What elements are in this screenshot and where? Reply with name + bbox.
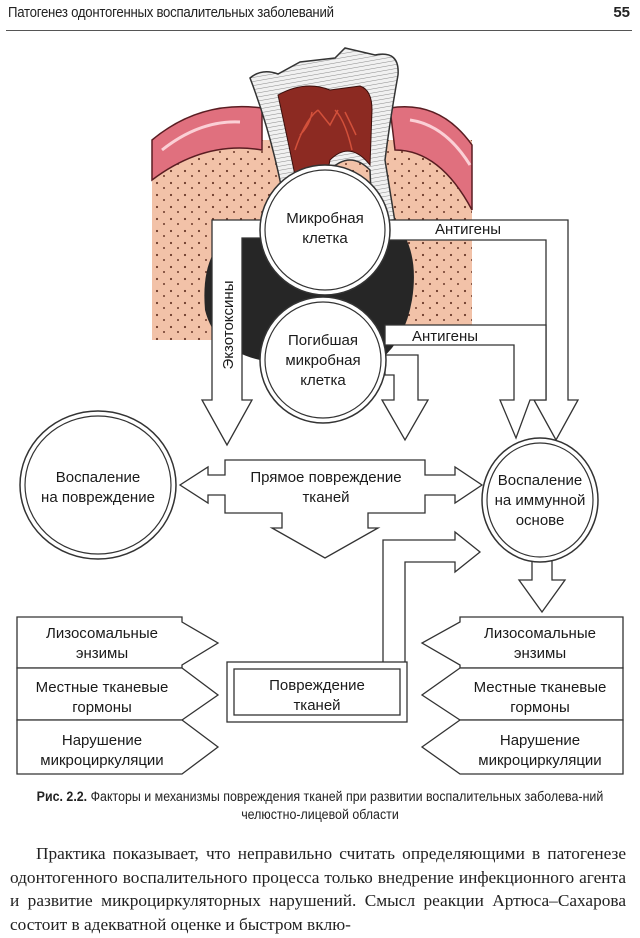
right-factor-2-line2: гормоны [510, 699, 570, 716]
tissue-damage-to-immune-arrow [382, 530, 482, 669]
left-factor-2-line1: Местные тканевые [36, 679, 169, 696]
inflammation-immune-line1: Воспаление [498, 472, 582, 489]
gum-right [389, 106, 473, 211]
page-number: 55 [613, 4, 630, 21]
pulp-vessels [294, 109, 357, 151]
circle-inflammation-damage: Воспаление на повреждение [19, 410, 177, 560]
inflammation-immune-line3: основе [516, 512, 565, 529]
circle-dead-microbial-cell: Погибшая микробная клетка [259, 296, 387, 424]
dead-cell-line3: клетка [300, 372, 346, 389]
tissue-damage-box: Повреждение тканей [226, 661, 408, 723]
tissue-damage-line1: Повреждение [269, 677, 365, 694]
antigens-arrow-2 [384, 324, 547, 440]
dead-cell-down-arrow [380, 354, 430, 442]
left-factor-1-line1: Лизосомальные [46, 625, 158, 642]
right-factor-2-line1: Местные тканевые [474, 679, 607, 696]
immune-down-arrow [517, 554, 567, 614]
microbial-cell-line1: Микробная [286, 210, 363, 227]
antigens-arrow-1 [384, 219, 580, 442]
circle-inflammation-immune: Воспаление на иммунной основе [481, 437, 599, 563]
running-header: Патогенез одонтогенных воспалительных за… [6, 0, 632, 31]
exotoxins-label: Экзотоксины [220, 281, 237, 370]
left-factor-labels: Лизосомальные энзимы Местные тканевые го… [36, 625, 169, 769]
right-factor-3-line2: микроциркуляции [478, 752, 601, 769]
inflammation-damage-line2: на повреждение [41, 489, 155, 506]
direct-damage-line1: Прямое повреждение [250, 469, 401, 486]
microbial-cell-line2: клетка [302, 230, 348, 247]
figure-diagram: Микробная клетка Погибшая микробная клет… [16, 47, 624, 775]
dead-cell-line1: Погибшая [288, 332, 358, 349]
right-factor-labels: Лизосомальные энзимы Местные тканевые го… [474, 625, 607, 769]
right-factor-1-line2: энзимы [514, 645, 566, 662]
direct-damage-arrow [178, 459, 484, 559]
direct-damage-line2: тканей [302, 489, 349, 506]
right-factor-1-line1: Лизосомальные [484, 625, 596, 642]
right-factor-3-line1: Нарушение [500, 732, 580, 749]
tissue-damage-line2: тканей [293, 697, 340, 714]
left-factor-2-line2: гормоны [72, 699, 132, 716]
paragraph: Практика показывает, что неправильно счи… [10, 844, 626, 934]
left-factor-3-line2: микроциркуляции [40, 752, 163, 769]
right-factors [420, 616, 624, 775]
gum-left [151, 105, 263, 182]
caption-label: Рис. 2.2. [36, 789, 88, 804]
dead-cell-line2: микробная [285, 352, 360, 369]
circle-microbial-cell: Микробная клетка [259, 164, 391, 296]
left-factors [16, 616, 220, 775]
inflammation-damage-line1: Воспаление [56, 469, 140, 486]
running-title: Патогенез одонтогенных воспалительных за… [8, 4, 334, 21]
inflammation-immune-line2: на иммунной [495, 492, 586, 509]
left-factor-3-line1: Нарушение [62, 732, 142, 749]
antigens-label-1: Антигены [435, 221, 501, 238]
body-text: Практика показывает, что неправильно счи… [10, 842, 626, 936]
arrows [178, 219, 580, 669]
caption-text: Факторы и механизмы повреждения тканей п… [90, 789, 604, 822]
figure-caption: Рис. 2.2. Факторы и механизмы повреждени… [35, 788, 605, 824]
antigens-label-2: Антигены [412, 328, 478, 345]
left-factor-1-line2: энзимы [76, 645, 128, 662]
